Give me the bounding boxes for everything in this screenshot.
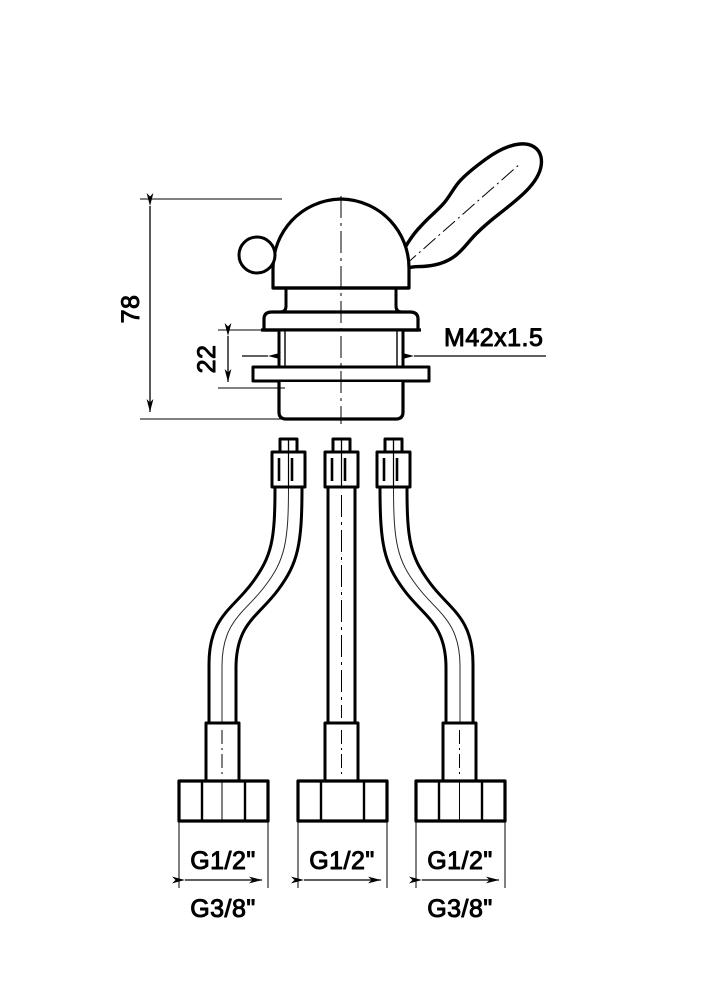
dimension-label-overall-height: 78 [117, 295, 145, 324]
index-ball [237, 235, 277, 275]
port-label-left-bottom: G3/8" [190, 895, 256, 923]
port-dimension-right [409, 821, 506, 888]
port-label-center-top: G1/2" [309, 847, 375, 875]
dimension-thread-length [218, 323, 285, 389]
right-tube-assembly [375, 437, 507, 823]
port-label-right-bottom: G3/8" [427, 895, 493, 923]
dimension-label-thread-spec: M42x1.5 [444, 324, 543, 352]
dimension-overall-height [140, 193, 282, 420]
port-dimension-center [291, 821, 388, 888]
port-label-left-top: G1/2" [190, 847, 256, 875]
dimension-label-thread-length: 22 [193, 345, 221, 374]
port-label-right-top: G1/2" [427, 847, 493, 875]
port-dimension-left [172, 821, 269, 888]
left-tube-assembly [177, 437, 307, 823]
lever-handle [395, 142, 544, 279]
center-tube-assembly [296, 437, 389, 823]
